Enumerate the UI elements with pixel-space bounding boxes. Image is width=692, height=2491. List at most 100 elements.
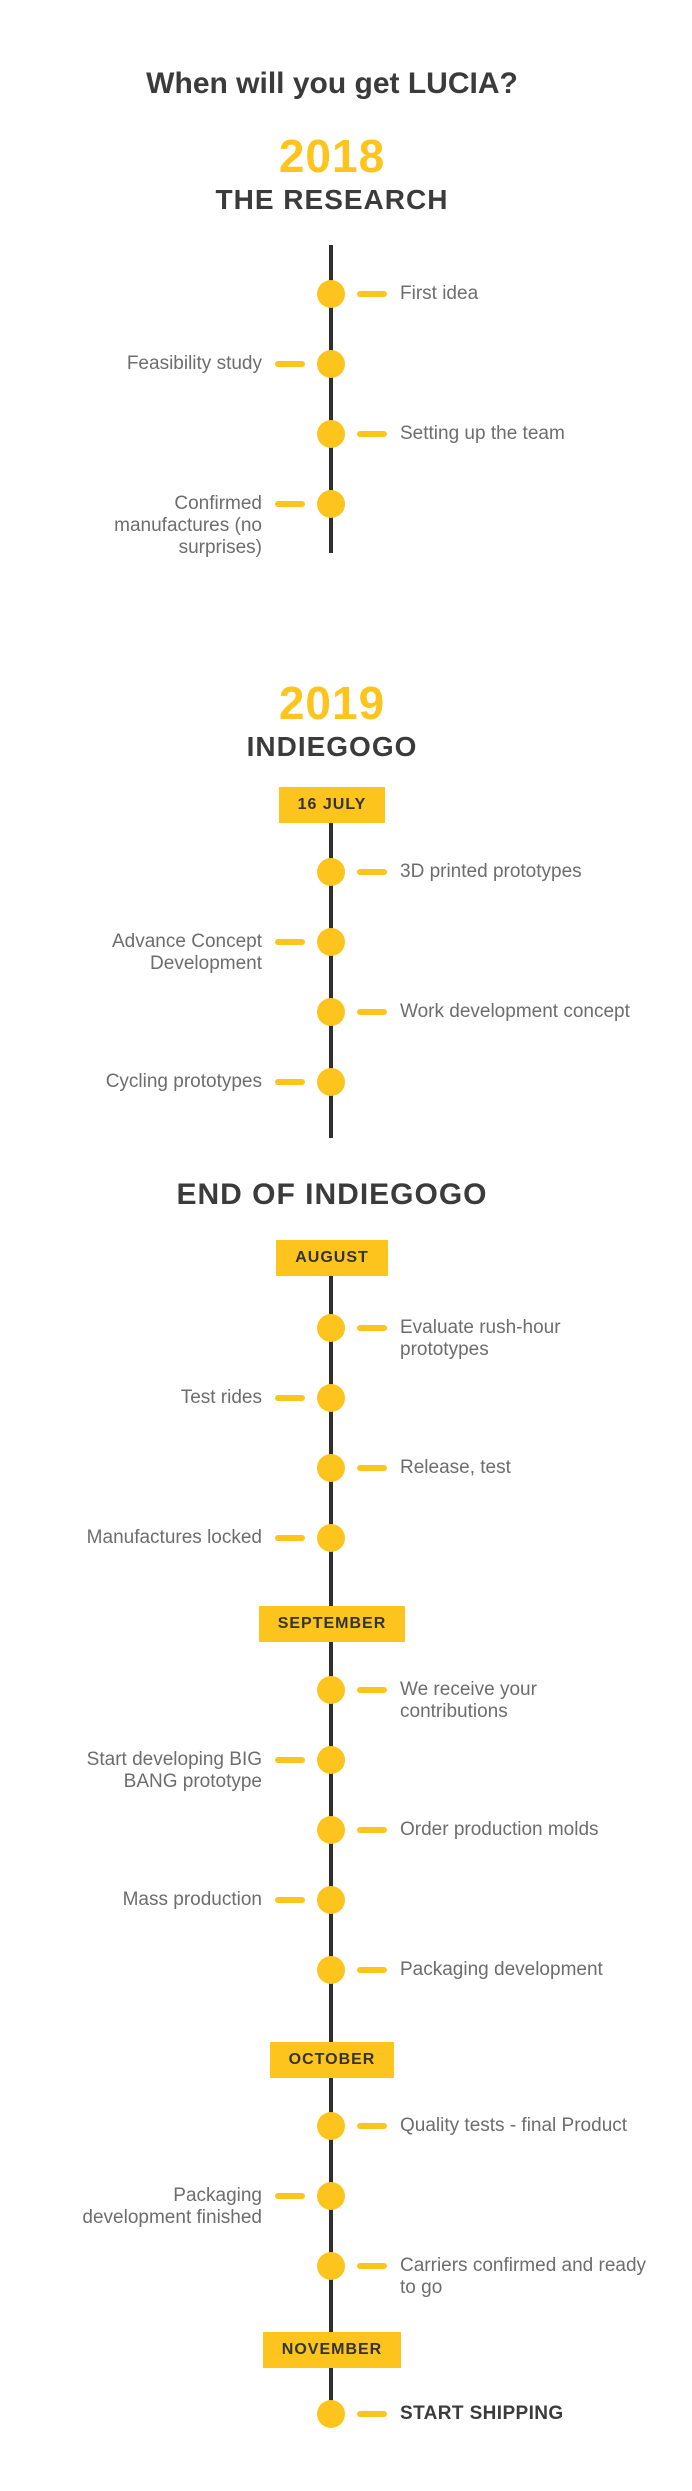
section-year-2019: 2019 <box>278 677 386 729</box>
month-badge-november: NOVEMBER <box>262 2332 402 2368</box>
connector-dash <box>275 1757 305 1763</box>
milestone-dot <box>317 2400 345 2428</box>
milestone-row: Carriers confirmed and ready to go <box>0 2231 664 2301</box>
milestone-dot <box>317 2112 345 2140</box>
milestone-dot <box>317 2252 345 2280</box>
timeline-end-of-indiegogo: Evaluate rush-hour prototypes Test rides… <box>0 1276 664 2449</box>
section-2018: 2018 THE RESEARCH First idea Feasibility… <box>0 130 664 558</box>
section-heading: END OF INDIEGOGO <box>176 1178 488 1211</box>
milestone-row: Order production molds <box>0 1795 664 1865</box>
milestone-label: Start developing BIG BANG prototype <box>86 1749 262 1792</box>
timeline-axis <box>329 823 333 1138</box>
milestone-row: Feasibility study <box>0 329 664 399</box>
connector-dash <box>357 1465 387 1471</box>
milestone-label: Work development concept <box>400 1001 630 1022</box>
milestone-label: 3D printed prototypes <box>400 861 582 882</box>
milestone-row: Confirmed manufactures (no surprises) <box>0 469 664 558</box>
page-title: When will you get LUCIA? <box>146 67 518 100</box>
section-year-2018: 2018 <box>278 130 386 182</box>
milestone-dot <box>317 1384 345 1412</box>
milestone-dot <box>317 350 345 378</box>
milestone-dot <box>317 1886 345 1914</box>
milestone-row: START SHIPPING <box>0 2379 664 2449</box>
connector-dash <box>275 1395 305 1401</box>
milestone-dot <box>317 1524 345 1552</box>
milestone-dot <box>317 420 345 448</box>
connector-dash <box>275 939 305 945</box>
section-2019: 2019 INDIEGOGO 16 JULY 3D printed protot… <box>0 679 664 1138</box>
milestone-label: Cycling prototypes <box>105 1071 262 1092</box>
milestone-row: Work development concept <box>0 977 664 1047</box>
milestone-dot <box>317 858 345 886</box>
connector-dash <box>275 1079 305 1085</box>
connector-dash <box>275 361 305 367</box>
milestone-dot <box>317 1956 345 1984</box>
connector-dash <box>357 1009 387 1015</box>
milestone-row: We receive your contributions <box>0 1655 664 1725</box>
milestone-label: Evaluate rush-hour prototypes <box>400 1317 561 1360</box>
milestone-row: Release, test <box>0 1433 664 1503</box>
milestone-row: Test rides <box>0 1363 664 1433</box>
milestone-row: Start developing BIG BANG prototype <box>0 1725 664 1795</box>
date-badge-16-july: 16 JULY <box>278 787 386 823</box>
milestone-row: 3D printed prototypes <box>0 837 664 907</box>
milestone-dot <box>317 2182 345 2210</box>
milestone-label: Manufactures locked <box>86 1527 262 1548</box>
milestone-dot <box>317 928 345 956</box>
milestone-label: Order production molds <box>400 1819 599 1840</box>
timeline-2019: 3D printed prototypes Advance Concept De… <box>0 823 664 1138</box>
connector-dash <box>275 1535 305 1541</box>
milestone-dot <box>317 280 345 308</box>
timeline-2018: First idea Feasibility study Setting up … <box>0 245 664 558</box>
milestone-dot <box>317 490 345 518</box>
milestone-dot <box>317 998 345 1026</box>
milestone-dot <box>317 1314 345 1342</box>
milestone-dot <box>317 1454 345 1482</box>
month-badge-october: OCTOBER <box>269 2042 395 2078</box>
milestone-label: Carriers confirmed and ready to go <box>400 2255 647 2298</box>
milestone-label: First idea <box>400 283 479 304</box>
milestone-row: Quality tests - final Product <box>0 2091 664 2161</box>
milestone-row: Mass production <box>0 1865 664 1935</box>
milestone-dot <box>317 1816 345 1844</box>
month-badge-august: AUGUST <box>276 1240 388 1276</box>
timeline-axis <box>329 245 333 553</box>
connector-dash <box>357 1967 387 1973</box>
connector-dash <box>357 291 387 297</box>
connector-dash <box>357 869 387 875</box>
connector-dash <box>357 1325 387 1331</box>
milestone-label: We receive your contributions <box>400 1679 537 1722</box>
milestone-label: Advance Concept Development <box>112 931 262 974</box>
connector-dash <box>357 2263 387 2269</box>
connector-dash <box>357 1687 387 1693</box>
milestone-dot <box>317 1746 345 1774</box>
milestone-row: Packaging development finished <box>0 2161 664 2231</box>
connector-dash <box>357 1827 387 1833</box>
milestone-label: Confirmed manufactures (no surprises) <box>114 493 262 558</box>
milestone-label: Mass production <box>122 1889 262 1910</box>
milestone-label: Test rides <box>180 1387 262 1408</box>
connector-dash <box>357 2123 387 2129</box>
connector-dash <box>357 2411 387 2417</box>
milestone-label: Setting up the team <box>400 423 565 444</box>
milestone-row: Manufactures locked <box>0 1503 664 1573</box>
milestone-label: Quality tests - final Product <box>400 2115 628 2136</box>
connector-dash <box>275 2193 305 2199</box>
section-subtitle-2019: INDIEGOGO <box>246 731 418 762</box>
milestone-row: Advance Concept Development <box>0 907 664 977</box>
section-subtitle-2018: THE RESEARCH <box>215 184 449 215</box>
connector-dash <box>275 1897 305 1903</box>
milestone-row: Setting up the team <box>0 399 664 469</box>
milestone-label: Packaging development finished <box>82 2185 262 2228</box>
milestone-label-start-shipping: START SHIPPING <box>400 2403 564 2424</box>
milestone-row: First idea <box>0 259 664 329</box>
milestone-row: Packaging development <box>0 1935 664 2005</box>
milestone-label: Feasibility study <box>126 353 262 374</box>
connector-dash <box>357 431 387 437</box>
milestone-label: Packaging development <box>400 1959 603 1980</box>
milestone-row: Cycling prototypes <box>0 1047 664 1117</box>
milestone-label: Release, test <box>400 1457 511 1478</box>
month-badge-september: SEPTEMBER <box>258 1606 406 1642</box>
section-end-of-indiegogo: END OF INDIEGOGO AUGUST Evaluate rush-ho… <box>0 1178 664 2449</box>
